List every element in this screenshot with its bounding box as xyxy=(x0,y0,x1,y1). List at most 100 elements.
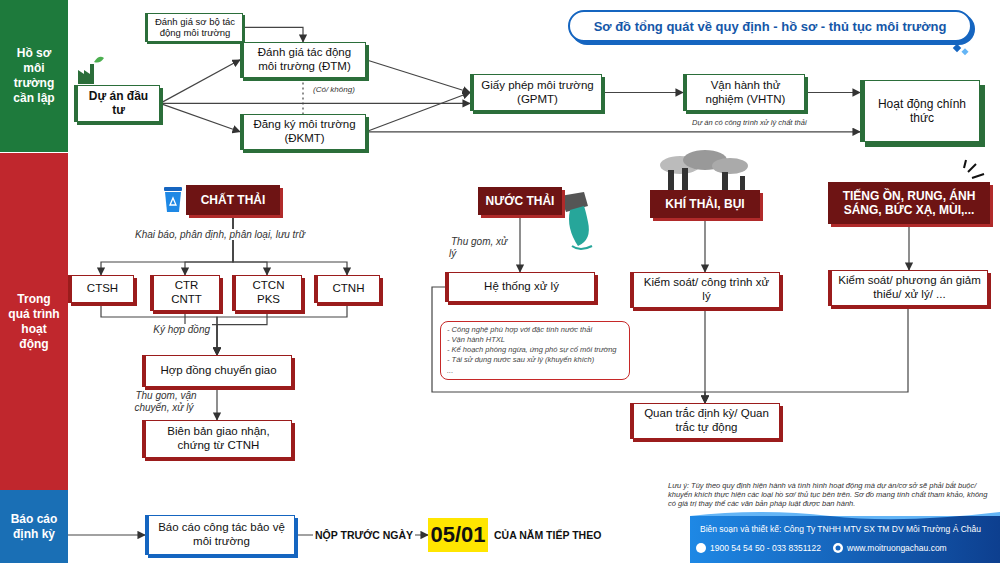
globe-icon xyxy=(833,543,843,553)
connector xyxy=(101,215,233,275)
process-box: Quan trắc định kỳ/ Quan trắc tự động xyxy=(630,403,780,439)
footer-wave xyxy=(690,512,1000,519)
edge-label-holder: Dự án có công trình xử lý chất thải xyxy=(690,116,850,128)
node-text: CTR CNTT xyxy=(160,279,213,307)
edge-label-holder: Khai báo, phân định, phân loại, lưu trữ xyxy=(118,229,322,241)
water-pipe-icon xyxy=(560,192,592,249)
node-text: - Vận hành HTXL xyxy=(447,335,505,345)
edge-label: NỘP TRƯỚC NGÀY xyxy=(313,529,415,541)
category-box: KHÍ THẢI, BỤI xyxy=(650,190,760,218)
section-band: Báo cáo định kỳ xyxy=(0,490,68,563)
connector xyxy=(216,387,217,420)
node-text: Kiểm soát/ công trình xử lý xyxy=(640,276,773,304)
node-text: Vận hành thử nghiệm (VHTN) xyxy=(693,79,798,107)
process-box: Hợp đồng chuyển giao xyxy=(142,355,292,387)
edge-label: Dự án có công trình xử lý chất thải xyxy=(690,118,809,127)
section-band: Trong quá trình hoạt động xyxy=(0,153,68,490)
connector xyxy=(704,218,705,272)
process-box: CTNH xyxy=(314,275,380,303)
connector xyxy=(233,215,347,275)
node-text: Quan trắc định kỳ/ Quan trắc tự động xyxy=(640,407,773,435)
edge-label: Thu gom, vận chuyển, xử lý xyxy=(133,390,196,413)
node-text: - Tái sử dụng nước sau xử lý (khuyến khí… xyxy=(447,355,594,365)
node-text: Báo cáo định kỳ xyxy=(6,512,62,542)
node-text: Kiểm soát/ phương án giảm thiểu/ xử lý/ … xyxy=(838,274,981,302)
decor-diamond xyxy=(961,48,968,55)
process-box: Đánh giá tác động môi trường (ĐTM) xyxy=(240,42,366,78)
connector xyxy=(160,103,240,131)
phone-icon xyxy=(696,543,706,553)
connector xyxy=(68,534,145,535)
node-text: 05/01 xyxy=(430,522,485,548)
edge-label-holder: Ký hợp đồng xyxy=(146,324,212,336)
connector xyxy=(366,60,470,93)
footer-panel xyxy=(690,516,1000,563)
node-text: Đánh giá tác động môi trường (ĐTM) xyxy=(250,46,359,74)
edge-label-holder: (Có/ không) xyxy=(311,83,381,95)
edge-label-holder: Thu gom, vận chuyển, xử lý xyxy=(116,390,214,414)
connector xyxy=(233,215,267,275)
edge-label-holder: NỘP TRƯỚC NGÀY xyxy=(312,529,416,542)
connector xyxy=(302,78,303,114)
process-box: Vận hành thử nghiệm (VHTN) xyxy=(683,74,805,111)
diagram-title: Sơ đồ tổng quát về quy định - hồ sơ - th… xyxy=(568,10,972,42)
connector xyxy=(805,92,860,93)
edge-label: Thu gom, xử lý xyxy=(449,236,507,259)
connector xyxy=(243,27,303,42)
footnote: Lưu ý: Tùy theo quy định hiện hành và tì… xyxy=(668,481,990,508)
connector xyxy=(519,215,520,272)
node-text: Đánh giá sơ bộ tác động môi trường xyxy=(152,16,238,39)
edge-label-holder: Thu gom, xử lý xyxy=(449,236,519,260)
website: www.moitruongachau.com xyxy=(847,543,987,553)
note-box: - Công nghệ phù hợp với đặc tính nước th… xyxy=(440,321,630,380)
node-text: - Kế hoạch phòng ngừa, ứng phó sự cố môi… xyxy=(447,345,616,355)
node-text: ... xyxy=(447,366,453,376)
section-band: Hồ sơ môi trường cần lập xyxy=(0,0,68,152)
process-box: CTCN PKS xyxy=(232,275,302,311)
connector xyxy=(705,306,908,403)
connector xyxy=(366,131,860,132)
connector xyxy=(602,92,683,93)
node-text: Giấy phép môi trường (GPMT) xyxy=(480,79,595,107)
node-text: Đăng ký môi trường (ĐKMT) xyxy=(250,118,359,146)
process-box: Biên bản giao nhận, chứng từ CTNH xyxy=(142,420,292,458)
edge-label: Ký hợp đồng xyxy=(151,324,212,335)
process-box: Hệ thống xử lý xyxy=(445,272,595,302)
process-box: CTR CNTT xyxy=(150,275,220,311)
connector xyxy=(704,308,705,403)
connector xyxy=(160,60,240,104)
node-text: TIẾNG ỒN, RUNG, ÁNH SÁNG, BỨC XẠ, MÙI,..… xyxy=(834,189,984,218)
process-box: Đánh giá sơ bộ tác động môi trường xyxy=(145,13,243,42)
process-box: Dự án đầu tư xyxy=(74,85,160,122)
author-credit: Biên soạn và thiết kế: Công Ty TNHH MTV … xyxy=(700,524,995,534)
noise-icon xyxy=(964,160,984,178)
node-text: KHÍ THẢI, BỤI xyxy=(665,197,744,211)
category-box: TIẾNG ỒN, RUNG, ÁNH SÁNG, BỨC XẠ, MÙI,..… xyxy=(828,182,990,224)
node-text: Hồ sơ môi trường cần lập xyxy=(6,46,62,106)
node-text: Hoạt động chính thức xyxy=(871,97,973,126)
factory-icon xyxy=(78,57,104,84)
node-text: Trong quá trình hoạt động xyxy=(6,292,62,352)
process-box: Đăng ký môi trường (ĐKMT) xyxy=(240,114,366,150)
phone-number: 1900 54 54 50 - 033 8351122 xyxy=(710,543,830,553)
node-text: CHẤT THẢI xyxy=(201,193,266,207)
date-box: 05/01 xyxy=(428,518,488,552)
node-text: Báo cáo công tác bảo vệ môi trường xyxy=(155,521,288,549)
node-text: NƯỚC THẢI xyxy=(486,194,555,208)
node-text: Hợp đồng chuyển giao xyxy=(160,364,276,378)
process-box: Kiểm soát/ công trình xử lý xyxy=(630,272,780,308)
process-box: CTSH xyxy=(68,275,134,303)
connector xyxy=(366,93,470,132)
globe-icon xyxy=(836,546,841,551)
node-text: CTSH xyxy=(87,282,118,296)
process-box: Hoạt động chính thức xyxy=(860,80,980,142)
process-box: Kiểm soát/ phương án giảm thiểu/ xử lý/ … xyxy=(828,270,988,306)
node-text: CTCN PKS xyxy=(242,279,295,307)
edge-label: Khai báo, phân định, phân loại, lưu trữ xyxy=(133,229,307,240)
process-box: Giấy phép môi trường (GPMT) xyxy=(470,74,602,111)
connector xyxy=(185,215,233,275)
recycle-bin-icon xyxy=(164,187,182,212)
category-box: NƯỚC THẢI xyxy=(478,187,562,215)
chimney-smoke-icon xyxy=(660,150,748,190)
node-text: CTNH xyxy=(333,282,365,296)
